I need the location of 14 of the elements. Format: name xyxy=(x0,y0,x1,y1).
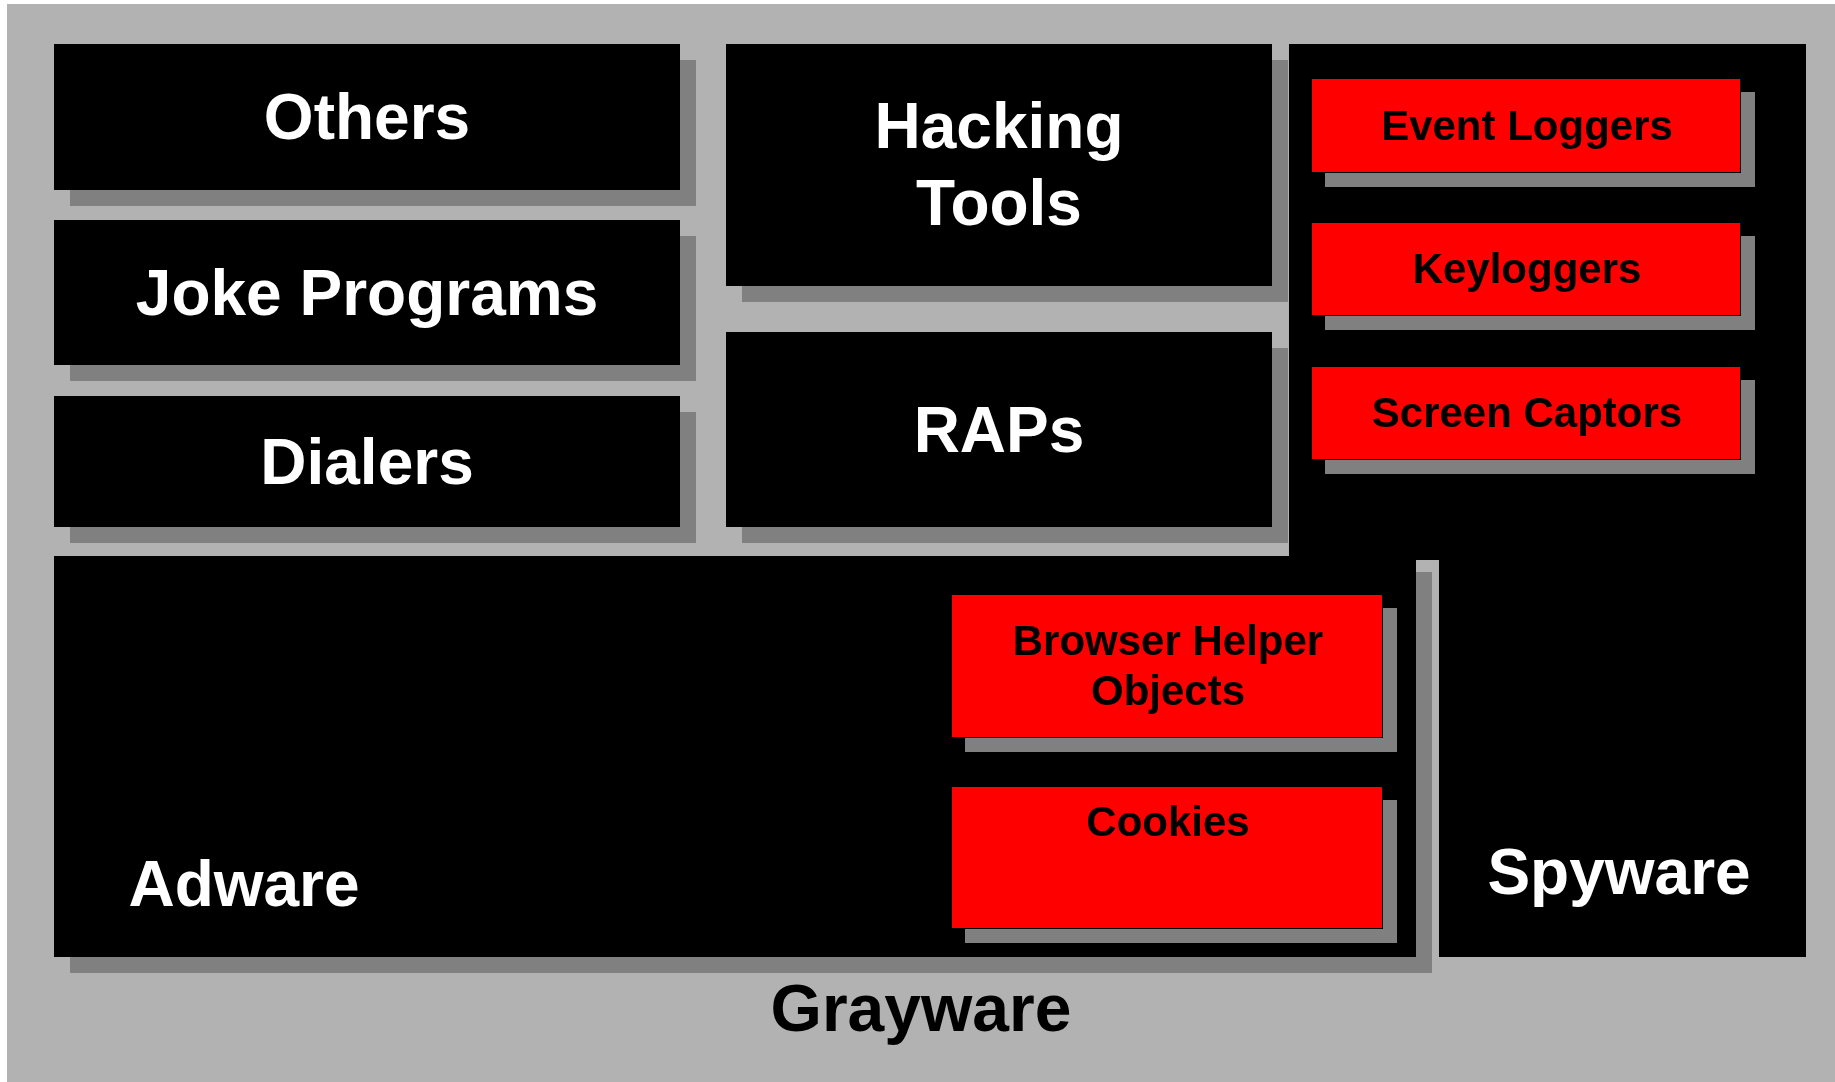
box-label: Others xyxy=(262,79,472,155)
box-label: Cookies xyxy=(1085,797,1251,847)
box-label: Browser Helper Objects xyxy=(1011,615,1325,716)
box-label: Event Loggers xyxy=(1380,100,1674,151)
category-panel xyxy=(7,4,1835,1082)
box-label: Spyware xyxy=(1486,835,1752,910)
box-label: Grayware xyxy=(769,970,1073,1047)
box-label: RAPs xyxy=(912,392,1086,468)
box-label: Joke Programs xyxy=(134,255,600,331)
box-label: Keyloggers xyxy=(1411,243,1643,294)
box-label: Screen Captors xyxy=(1370,387,1684,438)
box-label: Adware xyxy=(127,847,361,922)
box-label: Dialers xyxy=(259,424,475,500)
box-label: Hacking Tools xyxy=(873,89,1125,241)
